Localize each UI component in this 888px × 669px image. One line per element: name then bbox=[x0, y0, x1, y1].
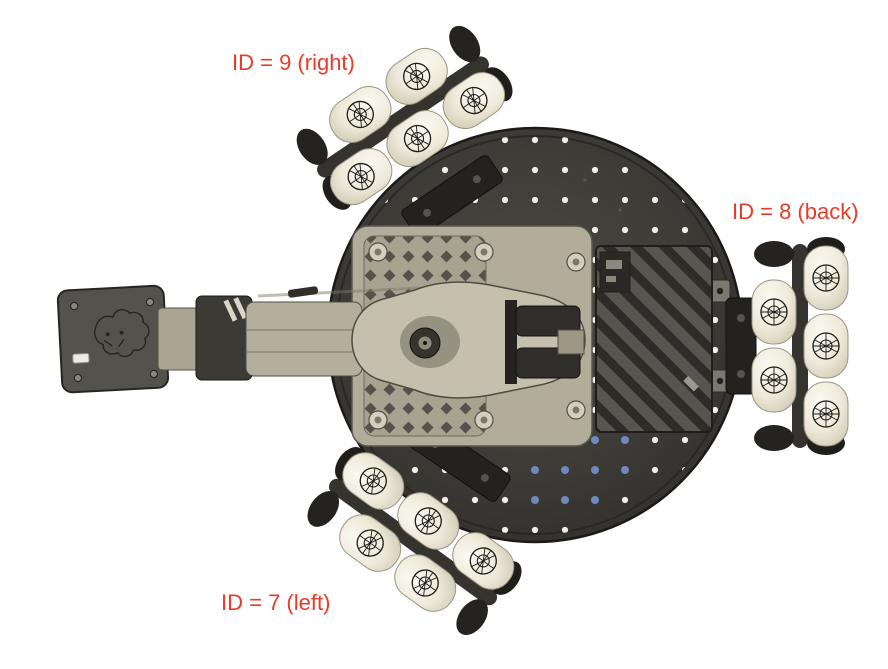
wheel-bracket-8 bbox=[725, 297, 757, 395]
chassis-and-arm bbox=[56, 225, 593, 447]
gripper-plate bbox=[56, 284, 170, 394]
gripper-jaws bbox=[505, 300, 585, 384]
chassis-screws bbox=[368, 242, 586, 430]
label-wheel-8: ID = 8 (back) bbox=[732, 199, 859, 224]
edge-mount-tabs bbox=[709, 279, 731, 393]
wheel-bracket-9 bbox=[401, 155, 503, 237]
omniwheel-8 bbox=[752, 237, 848, 455]
blue-hole-dots bbox=[531, 436, 629, 504]
label-wheel-9: ID = 9 (right) bbox=[232, 50, 355, 75]
vent-panel bbox=[595, 245, 713, 433]
arm-links bbox=[157, 284, 461, 381]
label-wheel-7: ID = 7 (left) bbox=[221, 590, 331, 615]
arm-body bbox=[351, 281, 586, 399]
logo-squiggle-icon bbox=[94, 309, 150, 358]
